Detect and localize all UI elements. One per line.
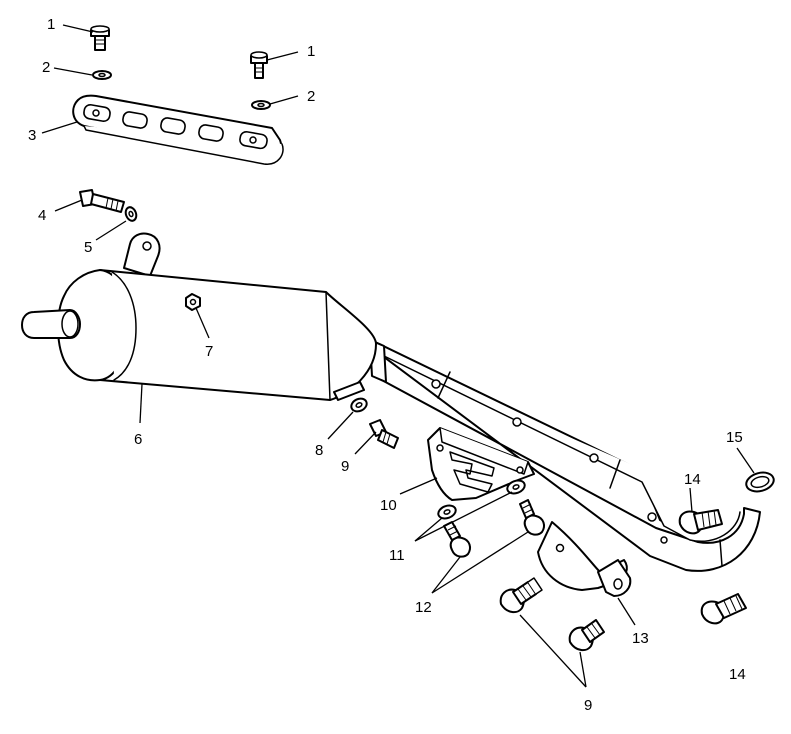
leader-lines	[41, 24, 755, 688]
muffler-6	[21, 232, 761, 572]
callout-14-lower: 14	[729, 666, 746, 683]
washer-2-right	[251, 100, 271, 110]
bolt-12-left	[443, 521, 471, 558]
bolt-12-right	[519, 499, 545, 536]
callout-labels: 1 1 2 2 3 4 5 6 7 8 9 9 10 11 12 13 14 1…	[28, 16, 746, 714]
callout-4: 4	[38, 207, 46, 224]
callout-9-upper: 9	[341, 458, 349, 475]
bolt-1-left	[90, 25, 110, 51]
bolt-9-lower-right	[568, 619, 605, 652]
callout-8: 8	[315, 442, 323, 459]
washer-11-left	[437, 504, 457, 520]
callout-12: 12	[415, 599, 432, 616]
callout-2-right: 2	[307, 88, 315, 105]
callout-5: 5	[84, 239, 92, 256]
callout-11: 11	[389, 547, 405, 564]
callout-10: 10	[380, 497, 397, 514]
callout-3: 3	[28, 127, 36, 144]
nut-7	[185, 293, 201, 311]
washer-8	[350, 397, 368, 413]
bolt-14-lower	[700, 593, 747, 625]
bolt-14-upper	[678, 509, 723, 535]
callout-14-upper: 14	[684, 471, 701, 488]
bracket-13	[537, 521, 632, 597]
washer-5	[124, 206, 138, 222]
mounting-strap-3	[72, 94, 284, 165]
washer-2-left	[92, 70, 112, 80]
callout-1-right: 1	[307, 43, 315, 60]
heat-shield-10	[427, 427, 535, 501]
bolt-9-upper	[369, 419, 399, 449]
callout-1-left: 1	[47, 16, 55, 33]
callout-7: 7	[205, 343, 213, 360]
bolt-9-lower-left	[499, 577, 543, 614]
callout-15: 15	[726, 429, 743, 446]
bolt-1-right	[250, 51, 268, 79]
gasket-15	[745, 471, 775, 493]
callout-6: 6	[134, 431, 142, 448]
callout-2-left: 2	[42, 59, 50, 76]
washer-11-right	[506, 479, 526, 495]
callout-9-lower: 9	[584, 697, 592, 714]
callout-13: 13	[632, 630, 649, 647]
bolt-4	[79, 189, 125, 213]
